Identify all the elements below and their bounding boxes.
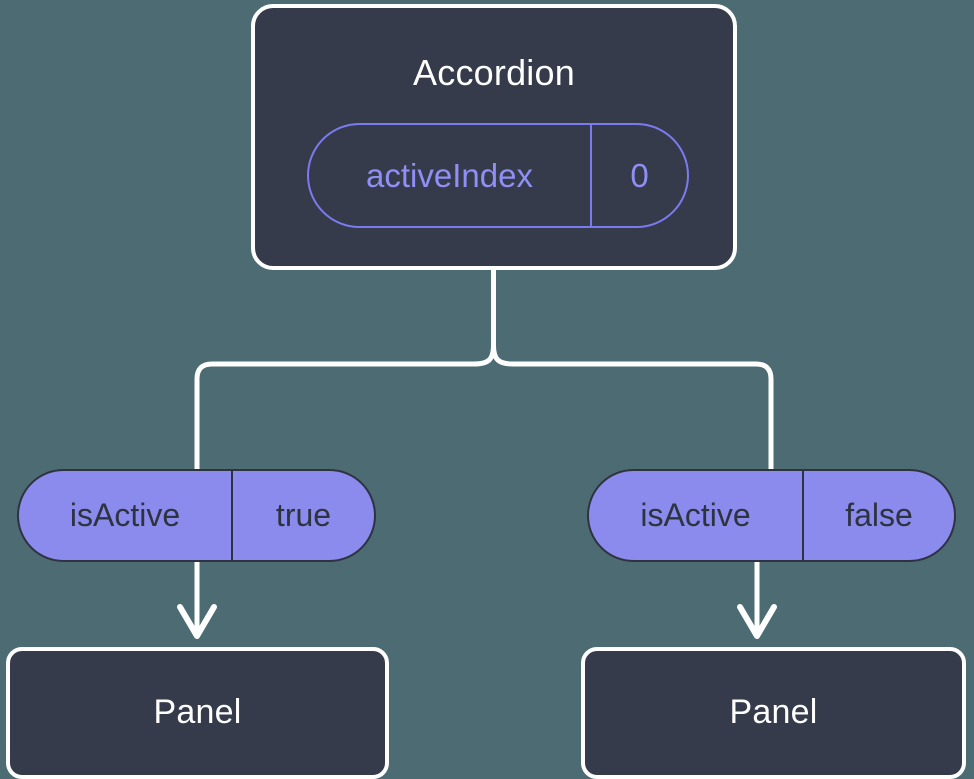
prop-pill-value: false bbox=[845, 497, 913, 533]
accordion-title: Accordion bbox=[413, 52, 575, 93]
panel-node-right[interactable]: Panel bbox=[581, 647, 966, 779]
panel-title: Panel bbox=[153, 692, 242, 731]
prop-pill-key: isActive bbox=[589, 471, 804, 560]
prop-pill-key: isActive bbox=[19, 471, 233, 560]
panel-node-left[interactable]: Panel bbox=[6, 647, 389, 779]
state-pill-active-index[interactable]: activeIndex 0 bbox=[307, 123, 689, 228]
panel-title: Panel bbox=[729, 692, 818, 731]
accordion-node[interactable]: Accordion activeIndex 0 bbox=[251, 4, 737, 270]
arrow-head-left-icon bbox=[177, 604, 217, 639]
connector-branch-left bbox=[194, 342, 496, 473]
connector-branch-right bbox=[491, 342, 774, 473]
prop-pill-is-active-false[interactable]: isActive false bbox=[587, 469, 956, 562]
state-pill-key: activeIndex bbox=[309, 125, 592, 226]
prop-pill-is-active-true[interactable]: isActive true bbox=[17, 469, 376, 562]
state-pill-value: 0 bbox=[630, 156, 649, 194]
arrow-head-right-icon bbox=[737, 604, 777, 639]
prop-pill-value: true bbox=[275, 497, 332, 533]
